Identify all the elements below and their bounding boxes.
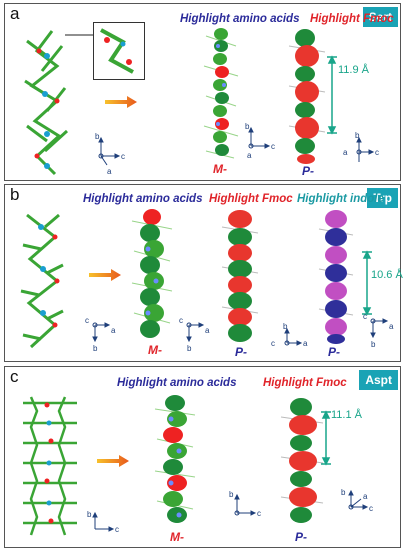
panel-c: c Aspt Highlight amino acids Highlight F…: [4, 366, 401, 548]
panel-label: c: [10, 367, 19, 386]
compound-tag: Aspt: [359, 370, 398, 390]
axes-c1: b c: [87, 510, 119, 534]
axis-label: b: [95, 132, 100, 141]
handedness-amino: M-: [148, 343, 162, 357]
amino-helix-b: [131, 209, 173, 338]
handedness-fmoc: P-: [302, 164, 314, 178]
axes-b4: c a b: [363, 312, 394, 349]
heading-fmoc: Highlight Fmoc: [209, 193, 293, 205]
stick-model-b: [20, 213, 64, 349]
stick-model-c: [23, 396, 77, 536]
axes-a2: b c a: [245, 122, 275, 160]
axes-c2: b c: [229, 490, 261, 518]
axis-label: b: [87, 510, 92, 519]
amino-helix-c: [154, 395, 196, 523]
heading-fmoc: Highlight Fmoc: [310, 13, 394, 25]
axis-label: a: [363, 492, 368, 501]
panel-label: b: [10, 185, 20, 204]
panel-label: a: [10, 4, 20, 23]
axis-label: c: [271, 142, 275, 151]
fmoc-helix-a: [288, 29, 326, 164]
indole-helix-b: [318, 210, 354, 344]
handedness-fmoc: P-: [235, 345, 247, 359]
panel-b: b Trp Highlight amino acids Highlight Fm…: [4, 184, 403, 362]
transform-arrow: [97, 455, 129, 467]
axes-b2: c a b: [179, 316, 210, 353]
pitch-label: 11.9 Å: [338, 64, 369, 76]
axes-a3: b a c: [343, 131, 379, 162]
handedness-amino: M-: [213, 162, 227, 176]
compound-tag: Trp: [367, 188, 398, 208]
axis-label: b: [371, 340, 376, 349]
axis-label: c: [121, 152, 125, 161]
axis-label: a: [389, 322, 394, 331]
fmoc-helix-b: [221, 210, 259, 342]
transform-arrow: [89, 269, 121, 281]
axis-label: c: [369, 504, 373, 513]
axis-label: c: [375, 148, 379, 157]
axis-label: b: [93, 344, 98, 353]
axis-label: a: [303, 339, 308, 348]
transform-arrow: [105, 96, 137, 108]
axis-label: b: [341, 488, 346, 497]
pitch-label: 10.6 Å: [371, 269, 403, 281]
axis-label: c: [179, 316, 183, 325]
heading-amino: Highlight amino acids: [180, 13, 300, 25]
pitch-bar-a: [327, 55, 337, 135]
pitch-bar-c: [321, 410, 331, 466]
zoom-pointer: [65, 34, 93, 36]
pitch-bar-b: [362, 250, 372, 316]
axis-label: a: [107, 167, 112, 176]
axis-label: b: [187, 344, 192, 353]
compound-tag: Sert: [362, 7, 398, 27]
axis-label: b: [229, 490, 234, 499]
panel-a: a Sert Highlight amino acids Highlight F…: [4, 3, 401, 181]
heading-amino: Highlight amino acids: [117, 377, 237, 389]
amino-helix-a: [203, 28, 239, 159]
heading-fmoc: Highlight Fmoc: [263, 377, 347, 389]
axis-label: b: [245, 122, 250, 131]
axis-label: a: [343, 148, 348, 157]
stick-model-a: [24, 30, 69, 176]
axis-label: b: [355, 131, 360, 140]
handedness-fmoc: P-: [295, 530, 307, 544]
heading-amino: Highlight amino acids: [83, 193, 203, 205]
fmoc-helix-c: [280, 398, 324, 523]
handedness-indole: P-: [328, 345, 340, 359]
axis-label: a: [247, 151, 252, 160]
axis-label: c: [115, 525, 119, 534]
axes-b1: c a b: [85, 316, 116, 353]
axes-c3: b c a: [341, 488, 373, 513]
axis-label: c: [271, 339, 275, 348]
axes-a1: b c a: [95, 132, 125, 176]
handedness-amino: M-: [170, 530, 184, 544]
axis-label: c: [363, 312, 367, 321]
axis-label: a: [205, 326, 210, 335]
axis-label: c: [257, 509, 261, 518]
axes-b3: b c a: [271, 322, 308, 348]
axis-label: c: [85, 316, 89, 325]
heading-indole: Highlight indole: [297, 193, 384, 205]
pitch-label: 11.1 Å: [331, 409, 362, 421]
axis-label: b: [283, 322, 288, 331]
zoom-inset: [93, 22, 145, 80]
axis-label: a: [111, 326, 116, 335]
